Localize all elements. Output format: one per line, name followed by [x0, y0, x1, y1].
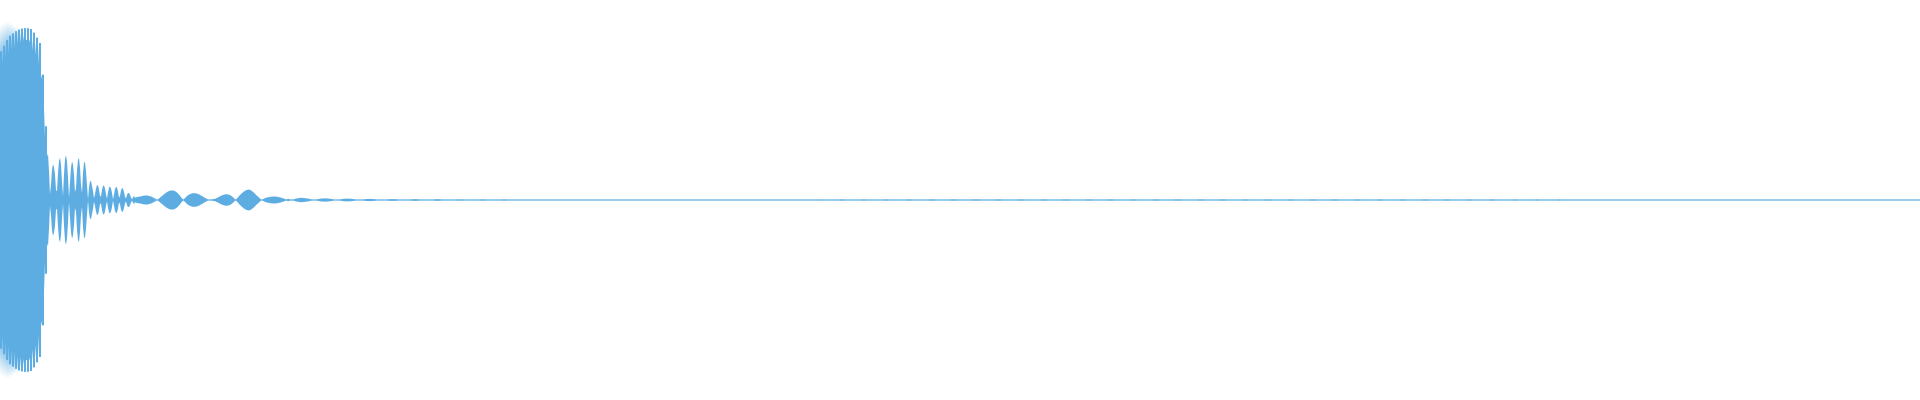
waveform-shape — [0, 20, 1920, 380]
waveform-samples — [0, 20, 1920, 380]
